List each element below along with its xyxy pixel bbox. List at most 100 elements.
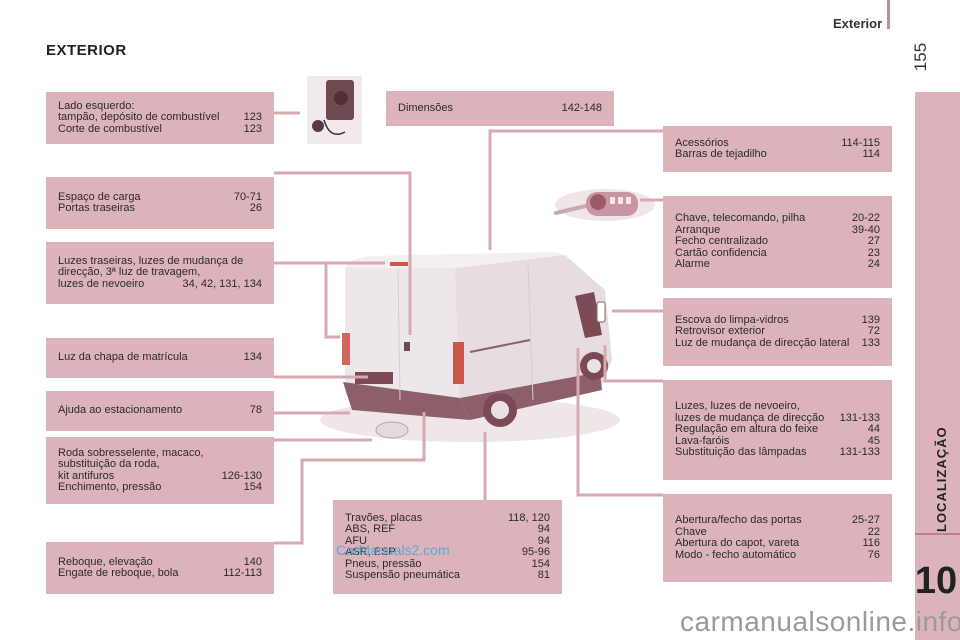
info-row: Luz de mudança de direcção lateral 133	[675, 336, 880, 350]
info-box-fuel: Lado esquerdo: tampão, depósito de combu…	[46, 92, 274, 144]
topic-label: Luz da chapa de matrícula	[58, 351, 188, 364]
page-ref[interactable]: 45	[867, 434, 880, 447]
page-ref[interactable]: 131-133	[839, 411, 880, 424]
info-row: Luz da chapa de matrícula 134	[58, 352, 262, 364]
page-ref[interactable]: 78	[249, 404, 262, 417]
topic-label: Ajuda ao estacionamento	[58, 404, 183, 417]
page-ref[interactable]: 112-113	[223, 567, 262, 579]
page-ref[interactable]: 76	[867, 548, 880, 561]
topic-label: Corte de combustível	[58, 122, 162, 135]
topic-label: Lava-faróis	[675, 434, 730, 447]
topic-label: luzes de mudança de direcção	[675, 411, 825, 424]
page-ref[interactable]: 154	[243, 481, 262, 493]
info-row: Luzes, luzes de nevoeiro,	[675, 401, 880, 413]
page-ref[interactable]: 142-148	[561, 101, 602, 114]
info-row: Lado esquerdo:	[58, 100, 262, 113]
page-ref[interactable]: 72	[867, 325, 880, 338]
page-ref[interactable]: 123	[243, 122, 262, 135]
page-ref[interactable]: 22	[867, 525, 880, 538]
topic-label: Arranque	[675, 223, 721, 236]
topic-label: AFU	[345, 534, 367, 547]
topic-label: Luzes, luzes de nevoeiro,	[675, 400, 800, 413]
topic-label: luzes de nevoeiro	[58, 277, 145, 290]
van-image	[320, 252, 620, 442]
info-row: ABS, REF 94	[345, 523, 550, 536]
page-ref[interactable]: 39-40	[851, 223, 880, 236]
topic-label: Regulação em altura do feixe	[675, 423, 819, 436]
info-row: Retrovisor exterior 72	[675, 326, 880, 338]
key-fob-image	[554, 189, 655, 221]
page-ref[interactable]: 131-133	[839, 446, 880, 459]
page-ref[interactable]	[256, 448, 262, 460]
page-ref[interactable]: 44	[867, 423, 880, 436]
info-row: luzes de nevoeiro 34, 42, 131, 134	[58, 277, 262, 291]
topic-label: Portas traseiras	[58, 202, 136, 214]
info-row: Barras de tejadilho 114	[675, 148, 880, 161]
page-ref[interactable]: 94	[537, 534, 550, 547]
info-row: Ajuda ao estacionamento 78	[58, 405, 262, 417]
watermark-carmanualsonline[interactable]: carmanualsonline.info	[680, 606, 960, 637]
page-ref[interactable]: 118, 120	[507, 511, 550, 524]
page-ref[interactable]: 154	[531, 557, 550, 570]
page-ref[interactable]: 24	[867, 258, 880, 271]
info-row: Substituição das lâmpadas 131-133	[675, 447, 880, 459]
page-ref[interactable]: 133	[861, 336, 880, 349]
page-ref[interactable]: 134	[243, 351, 262, 364]
page-ref[interactable]: 94	[537, 523, 550, 535]
topic-label: Luz de mudança de direcção lateral	[675, 336, 850, 349]
page-ref[interactable]: 114-115	[841, 136, 880, 149]
info-row: Corte de combustível 123	[58, 122, 262, 136]
info-row: Abertura/fecho das portas 25-27	[675, 514, 880, 527]
info-row: direcção, 3ª luz de travagem,	[58, 267, 262, 279]
topic-label: Escova do limpa-vidros	[675, 313, 789, 326]
page-ref[interactable]: 139	[861, 313, 880, 326]
page-ref[interactable]: 27	[867, 235, 880, 248]
page-ref[interactable]: 25-27	[851, 514, 880, 526]
topic-label: Substituição das lâmpadas	[675, 446, 807, 459]
page-ref[interactable]: 23	[867, 246, 880, 259]
topic-label: tampão, depósito de combustível	[58, 111, 220, 124]
leader-lines	[274, 111, 663, 545]
page-ref[interactable]: 20-22	[851, 212, 880, 225]
topic-label: Abertura/fecho das portas	[675, 514, 802, 526]
page-ref[interactable]: 140	[243, 555, 262, 568]
topic-label: direcção, 3ª luz de travagem,	[58, 266, 201, 279]
page-ref[interactable]	[256, 256, 262, 268]
chapter-side-tab	[915, 92, 960, 640]
topic-label: Retrovisor exterior	[675, 325, 765, 338]
page-ref[interactable]: 114	[862, 148, 880, 160]
chapter-divider	[915, 533, 960, 535]
page-ref[interactable]: 34, 42, 131, 134	[182, 277, 262, 290]
page-ref[interactable]: 116	[862, 537, 880, 549]
topic-label: ABS, REF	[345, 523, 396, 535]
topic-label: Modo - fecho automático	[675, 548, 797, 561]
page-ref[interactable]	[256, 459, 262, 471]
fuel-cap-image	[307, 76, 362, 144]
header-accent-bar	[887, 0, 890, 29]
topic-label: Enchimento, pressão	[58, 481, 162, 493]
topic-label: Barras de tejadilho	[675, 148, 767, 160]
info-row: Regulação em altura do feixe 44	[675, 424, 880, 436]
info-row: Escova do limpa-vidros 139	[675, 313, 880, 327]
info-row: Fecho centralizado 27	[675, 236, 880, 248]
topic-label: Fecho centralizado	[675, 235, 768, 248]
page-ref[interactable]: 95-96	[521, 546, 550, 558]
topic-label: Cartão confidencia	[675, 246, 767, 259]
page-ref[interactable]: 70-71	[233, 190, 262, 203]
page-ref[interactable]: 26	[249, 202, 262, 214]
page-ref[interactable]: 81	[537, 569, 550, 581]
page-ref[interactable]: 126-130	[221, 469, 262, 482]
page-ref[interactable]: 123	[243, 111, 262, 124]
